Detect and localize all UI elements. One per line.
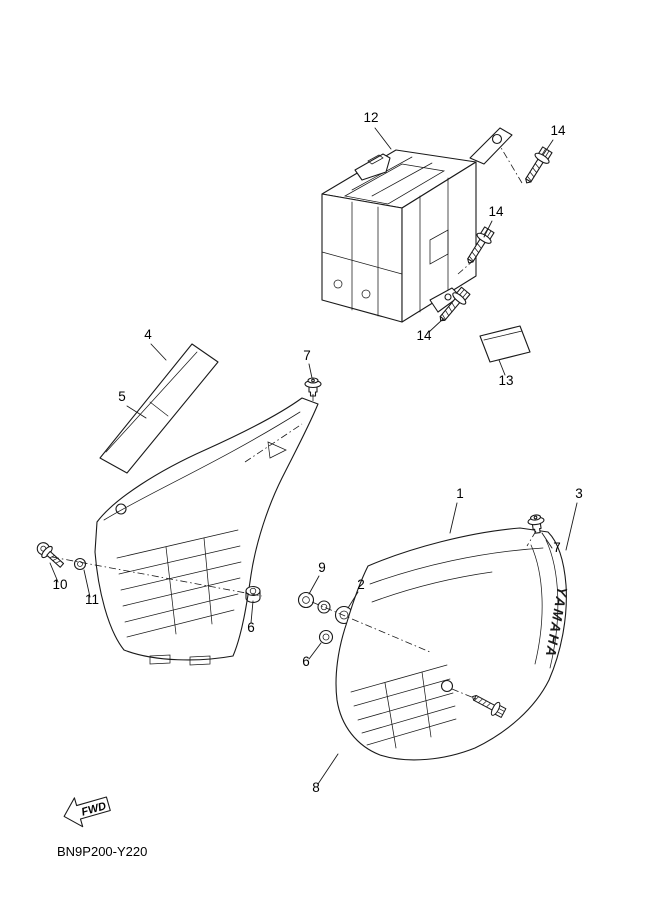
rubber-pad-part-13 <box>479 325 531 363</box>
screw-part-10 <box>36 542 65 568</box>
callout-10: 10 <box>52 577 67 592</box>
part-code: BN9P200-Y220 <box>57 844 147 859</box>
callout-5: 5 <box>118 389 126 404</box>
callout-8: 8 <box>312 780 320 795</box>
bolt-part-14-top <box>519 145 555 188</box>
callout-7-right: 7 <box>553 540 561 555</box>
left-side-cover-part <box>94 397 319 666</box>
callout-14-top: 14 <box>550 123 566 138</box>
callout-14-low: 14 <box>416 328 432 343</box>
callout-leader-lines <box>49 127 578 785</box>
callout-4: 4 <box>144 327 152 342</box>
callout-3: 3 <box>575 486 583 501</box>
callout-13: 13 <box>498 373 513 388</box>
grommet-part-6-left <box>245 585 261 604</box>
fwd-arrow-icon <box>63 796 111 828</box>
callout-labels: 12 14 14 14 13 4 5 7 7 1 3 2 9 6 6 8 10 … <box>52 110 582 795</box>
callout-2: 2 <box>357 577 365 592</box>
hidden-center-lines <box>51 145 537 701</box>
right-side-cover-part-1: YAMAHA <box>335 527 571 761</box>
decal-sheet-part-4-5 <box>99 343 219 474</box>
callout-11: 11 <box>85 592 99 607</box>
collar-part-9 <box>297 591 315 609</box>
washer-part-11 <box>73 557 87 571</box>
washer-part-6-right <box>318 629 334 645</box>
battery-box-part <box>321 127 513 323</box>
clip-part-7-left <box>304 377 322 397</box>
callout-9: 9 <box>318 560 326 575</box>
callout-7-left: 7 <box>303 348 311 363</box>
callout-14-mid: 14 <box>488 204 504 219</box>
callout-6-right: 6 <box>302 654 310 669</box>
collar-small-part <box>317 600 331 614</box>
fwd-indicator: FWD <box>63 796 111 828</box>
callout-6-left: 6 <box>247 620 255 635</box>
callout-12: 12 <box>363 110 378 125</box>
callout-1: 1 <box>456 486 464 501</box>
